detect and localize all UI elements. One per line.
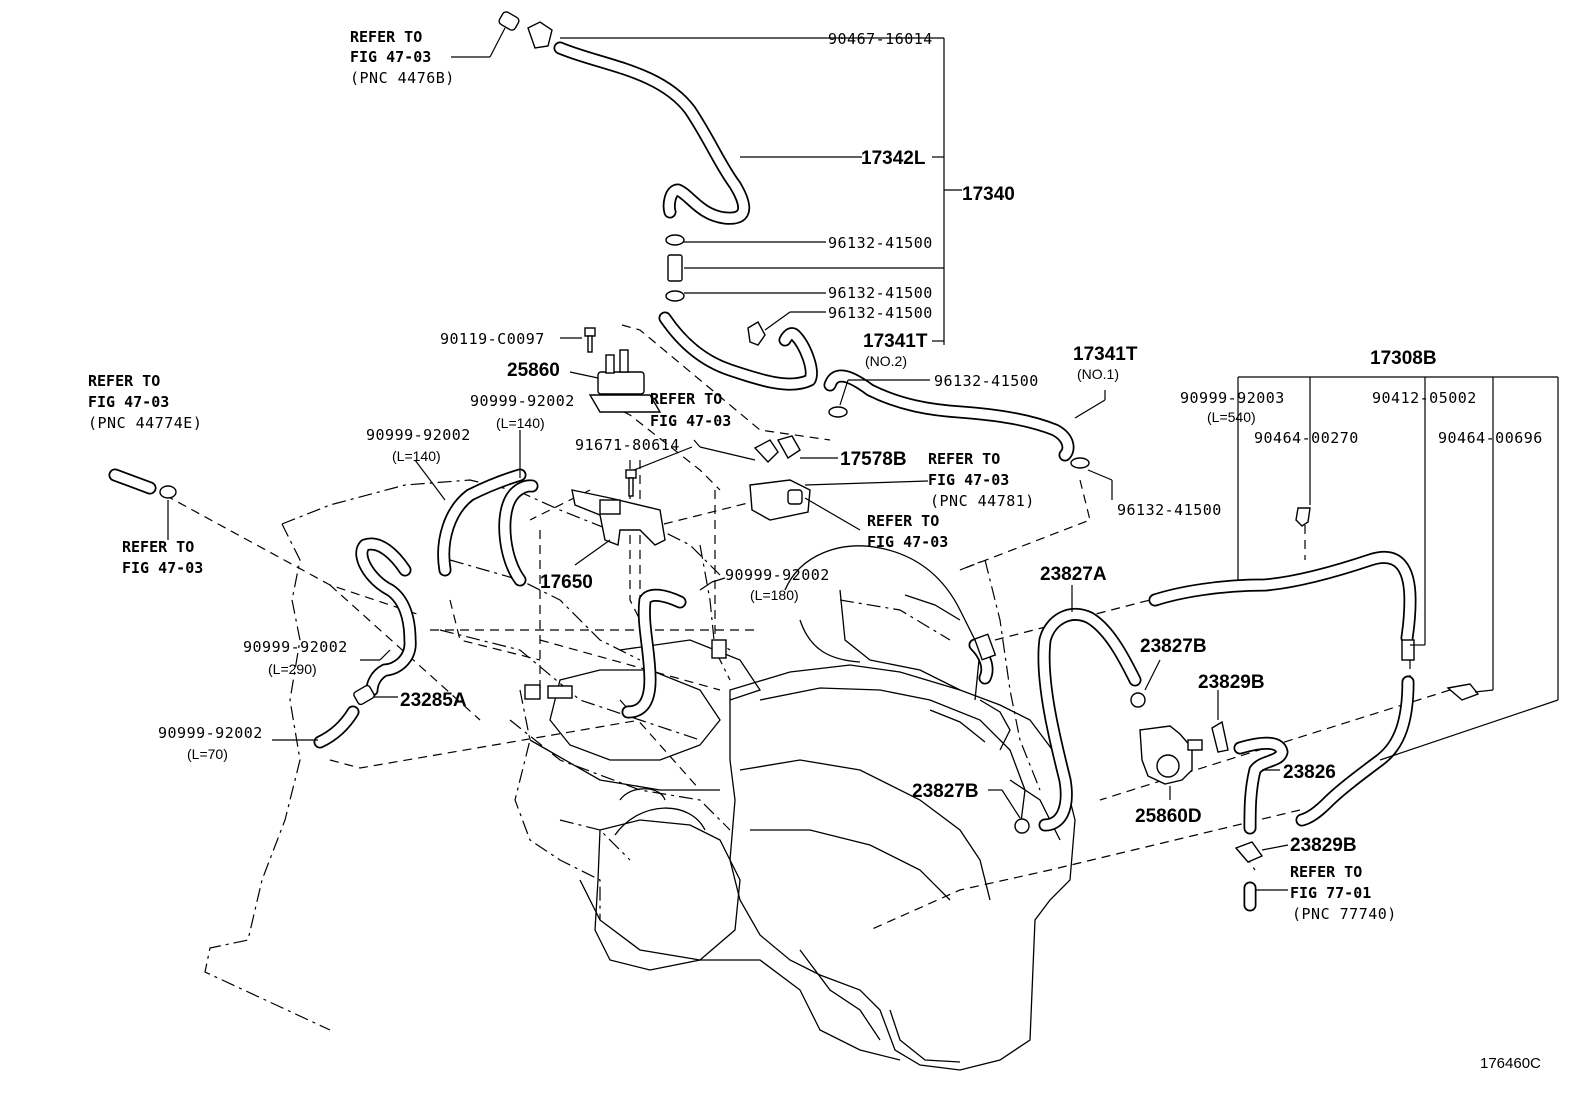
label-17341T-no2: 17341T — [863, 331, 928, 352]
label-17341T-no2-sub: (NO.2) — [865, 353, 907, 369]
label-90467-16014: 90467-16014 — [828, 30, 933, 48]
label-96132-41500-e: 96132-41500 — [1117, 501, 1222, 519]
label-90412-05002: 90412-05002 — [1372, 389, 1477, 407]
label-96132-41500-b: 96132-41500 — [828, 284, 933, 302]
label-17341T-no1-sub: (NO.1) — [1077, 366, 1119, 382]
refer-5-line2: FIG 47-03 — [928, 471, 1009, 489]
label-90999-92002-c: 90999-92002 — [725, 566, 830, 584]
label-96132-41500-a: 96132-41500 — [828, 234, 933, 252]
refer-4-line2: FIG 47-03 — [650, 412, 731, 430]
engine-outline — [204, 479, 1041, 1031]
label-90464-00270: 90464-00270 — [1254, 429, 1359, 447]
refer-2-line3: (PNC 44774E) — [88, 414, 202, 432]
dashed-leaders — [164, 324, 1451, 931]
label-96132-41500-d: 96132-41500 — [934, 372, 1039, 390]
label-17578B: 17578B — [840, 449, 907, 470]
diagram-id: 176460C — [1480, 1055, 1541, 1072]
refer-2-line1: REFER TO — [88, 372, 160, 390]
refer-7-line2: FIG 77-01 — [1290, 884, 1371, 902]
label-23827B-a: 23827B — [1140, 636, 1207, 657]
label-17341T-no1: 17341T — [1073, 344, 1138, 365]
label-90999-92002-c-len: (L=180) — [750, 587, 799, 603]
label-25860D: 25860D — [1135, 806, 1202, 827]
label-17308B: 17308B — [1370, 348, 1437, 369]
refer-3-line1: REFER TO — [122, 538, 194, 556]
label-23285A: 23285A — [400, 690, 467, 711]
label-17650: 17650 — [540, 572, 593, 593]
refer-labels: REFER TO FIG 47-03 (PNC 4476B) REFER TO … — [88, 28, 1397, 923]
label-90999-92002-b-len: (L=140) — [392, 448, 441, 464]
label-25860: 25860 — [507, 360, 560, 381]
label-90999-92002-d-len: (L=290) — [268, 661, 317, 677]
engine-block — [529, 545, 1076, 1071]
label-90999-92003: 90999-92003 — [1180, 389, 1285, 407]
refer-6-line2: FIG 47-03 — [867, 533, 948, 551]
hoses — [108, 41, 1417, 912]
label-17342L: 17342L — [861, 148, 926, 169]
refer-1-line2: FIG 47-03 — [350, 48, 431, 66]
refer-4-line1: REFER TO — [650, 390, 722, 408]
refer-1-line3: (PNC 4476B) — [350, 69, 455, 87]
label-90999-92002-a-len: (L=140) — [496, 415, 545, 431]
label-90999-92003-len: (L=540) — [1207, 409, 1256, 425]
label-90999-92002-a: 90999-92002 — [470, 392, 575, 410]
solid-leaders — [167, 27, 1559, 891]
label-90999-92002-d: 90999-92002 — [243, 638, 348, 656]
label-90999-92002-e-len: (L=70) — [187, 746, 228, 762]
label-96132-41500-c: 96132-41500 — [828, 304, 933, 322]
refer-3-line2: FIG 47-03 — [122, 559, 203, 577]
refer-5-line1: REFER TO — [928, 450, 1000, 468]
label-23829B-a: 23829B — [1198, 672, 1265, 693]
refer-2-line2: FIG 47-03 — [88, 393, 169, 411]
label-90464-00696: 90464-00696 — [1438, 429, 1543, 447]
label-17340: 17340 — [962, 184, 1015, 205]
refer-7-line3: (PNC 77740) — [1292, 905, 1397, 923]
refer-7-line1: REFER TO — [1290, 863, 1362, 881]
label-90999-92002-b: 90999-92002 — [366, 426, 471, 444]
label-90999-92002-e: 90999-92002 — [158, 724, 263, 742]
refer-6-line1: REFER TO — [867, 512, 939, 530]
small-parts — [159, 11, 1480, 863]
refer-1-line1: REFER TO — [350, 28, 422, 46]
label-91671-80614: 91671-80614 — [575, 436, 680, 454]
label-23827B-b: 23827B — [912, 781, 979, 802]
label-23829B-b: 23829B — [1290, 835, 1357, 856]
label-23827A: 23827A — [1040, 564, 1107, 585]
refer-5-line3: (PNC 44781) — [930, 492, 1035, 510]
part-labels: 90467-16014 17342L 17340 96132-41500 961… — [158, 30, 1543, 1072]
label-23826: 23826 — [1283, 762, 1336, 783]
label-90119-c0097: 90119-C0097 — [440, 330, 545, 348]
